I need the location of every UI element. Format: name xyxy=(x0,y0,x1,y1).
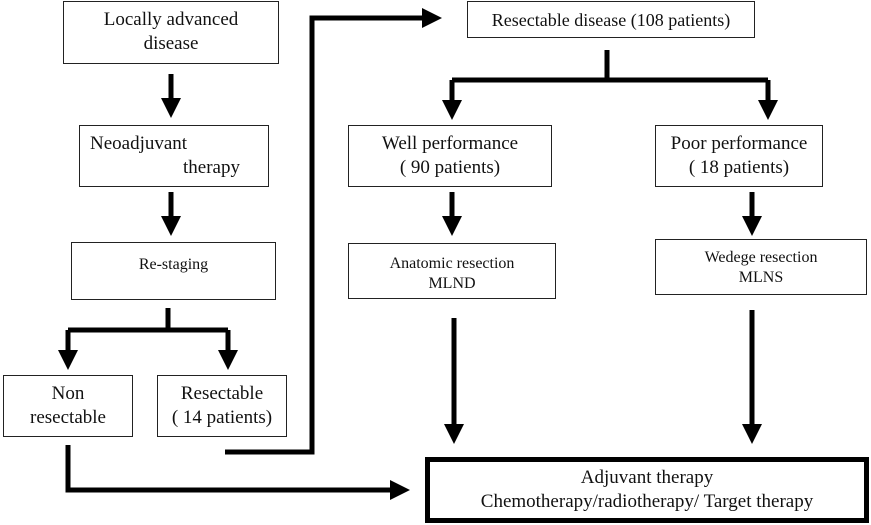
well-performance-box: Well performance ( 90 patients) xyxy=(348,125,552,187)
resectable-14-line2: ( 14 patients) xyxy=(171,406,273,428)
non-resectable-line1: Non xyxy=(51,383,85,404)
well-performance-line2: ( 90 patients) xyxy=(399,156,501,178)
neoadjuvant-line1: Neoadjuvant xyxy=(90,133,188,154)
well-performance-line1: Well performance xyxy=(381,133,519,154)
locally-advanced-line2: disease xyxy=(143,32,199,54)
non-resectable-box: Non resectable xyxy=(3,375,133,437)
arrow-non-resectable-to-adjuvant xyxy=(65,445,410,500)
resectable-disease-box: Resectable disease (108 patients) xyxy=(467,1,755,38)
wedge-resection-line1: Wedege resection xyxy=(704,249,818,266)
restaging-label: Re-staging xyxy=(138,256,209,273)
anatomic-resection-line1: Anatomic resection xyxy=(389,255,515,272)
poor-performance-box: Poor performance ( 18 patients) xyxy=(655,125,823,187)
poor-performance-line2: ( 18 patients) xyxy=(688,156,790,178)
branch-resectable-disease xyxy=(452,50,768,83)
adjuvant-line1: Adjuvant therapy xyxy=(580,467,714,488)
wedge-resection-line2: MLNS xyxy=(738,269,784,286)
neoadjuvant-therapy-box: Neoadjuvant therapy xyxy=(79,125,269,187)
resectable-14-box: Resectable ( 14 patients) xyxy=(157,375,287,437)
resectable-disease-label: Resectable disease (108 patients) xyxy=(491,10,731,30)
neoadjuvant-line2: therapy xyxy=(183,156,240,178)
resectable-14-line1: Resectable xyxy=(180,383,264,404)
poor-performance-line1: Poor performance xyxy=(670,133,808,154)
wedge-resection-box: Wedege resection MLNS xyxy=(655,239,867,295)
branch-restaging xyxy=(68,308,228,333)
anatomic-resection-line2: MLND xyxy=(428,275,476,292)
restaging-box: Re-staging xyxy=(71,242,276,300)
non-resectable-line2: resectable xyxy=(30,406,106,428)
anatomic-resection-box: Anatomic resection MLND xyxy=(348,243,556,299)
locally-advanced-disease-box: Locally advanced disease xyxy=(63,1,279,64)
arrow-resectable-to-disease xyxy=(225,8,442,455)
adjuvant-line2: Chemotherapy/radiotherapy/ Target therap… xyxy=(480,490,814,512)
adjuvant-therapy-box: Adjuvant therapy Chemotherapy/radiothera… xyxy=(425,457,869,523)
locally-advanced-line1: Locally advanced xyxy=(103,9,239,30)
